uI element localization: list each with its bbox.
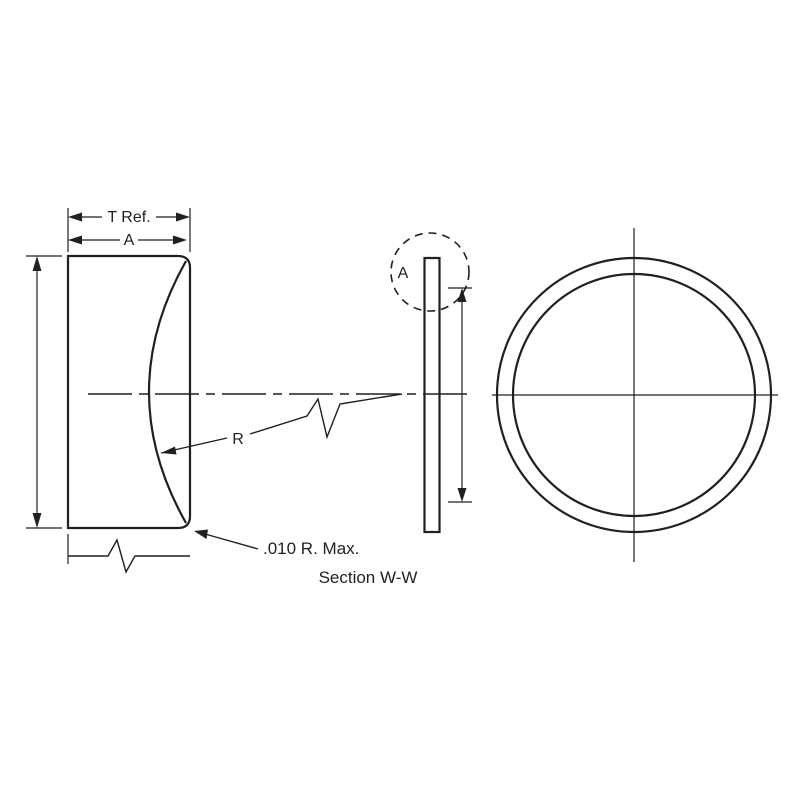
arrowhead-down-icon <box>32 513 42 528</box>
front-view <box>492 228 778 562</box>
radius-note-label: .010 R. Max. <box>263 539 359 558</box>
arrowhead-right-icon <box>176 212 190 222</box>
a-dimension: A <box>68 232 187 249</box>
bottom-break-line <box>67 534 190 574</box>
r-label: R <box>232 431 244 448</box>
section-caption: Section W-W <box>319 568 418 587</box>
height-dimension <box>26 255 62 529</box>
t-ref-label: T Ref. <box>107 209 150 226</box>
detail-circle <box>390 232 470 312</box>
arrowhead-left-icon <box>68 212 82 222</box>
arrowhead-up-icon <box>32 256 42 271</box>
r-leader: R <box>160 393 403 455</box>
front-outer-circle <box>495 256 773 534</box>
radius-note: .010 R. Max. <box>194 529 359 558</box>
a-dim-label: A <box>124 232 135 249</box>
arrowhead-left-icon <box>68 235 82 245</box>
inner-diameter-dimension <box>448 287 472 503</box>
r-leader-zigzag <box>249 393 403 440</box>
lens-curve <box>148 260 187 524</box>
arrowhead-icon <box>194 529 208 539</box>
arrowhead-right-icon <box>173 235 187 245</box>
arrowhead-down-icon <box>457 488 467 502</box>
arrowhead-up-icon <box>457 288 467 302</box>
t-ref-dimension: T Ref. <box>67 208 191 252</box>
edge-view: A <box>390 232 470 534</box>
detail-label: A <box>398 265 409 282</box>
radius-note-leader <box>204 533 259 550</box>
section-outline <box>66 254 192 530</box>
break-zigzag <box>68 538 190 574</box>
front-inner-circle <box>511 272 757 518</box>
arrowhead-icon <box>161 446 177 455</box>
edge-view-rect <box>423 256 441 534</box>
section-view <box>66 254 192 530</box>
